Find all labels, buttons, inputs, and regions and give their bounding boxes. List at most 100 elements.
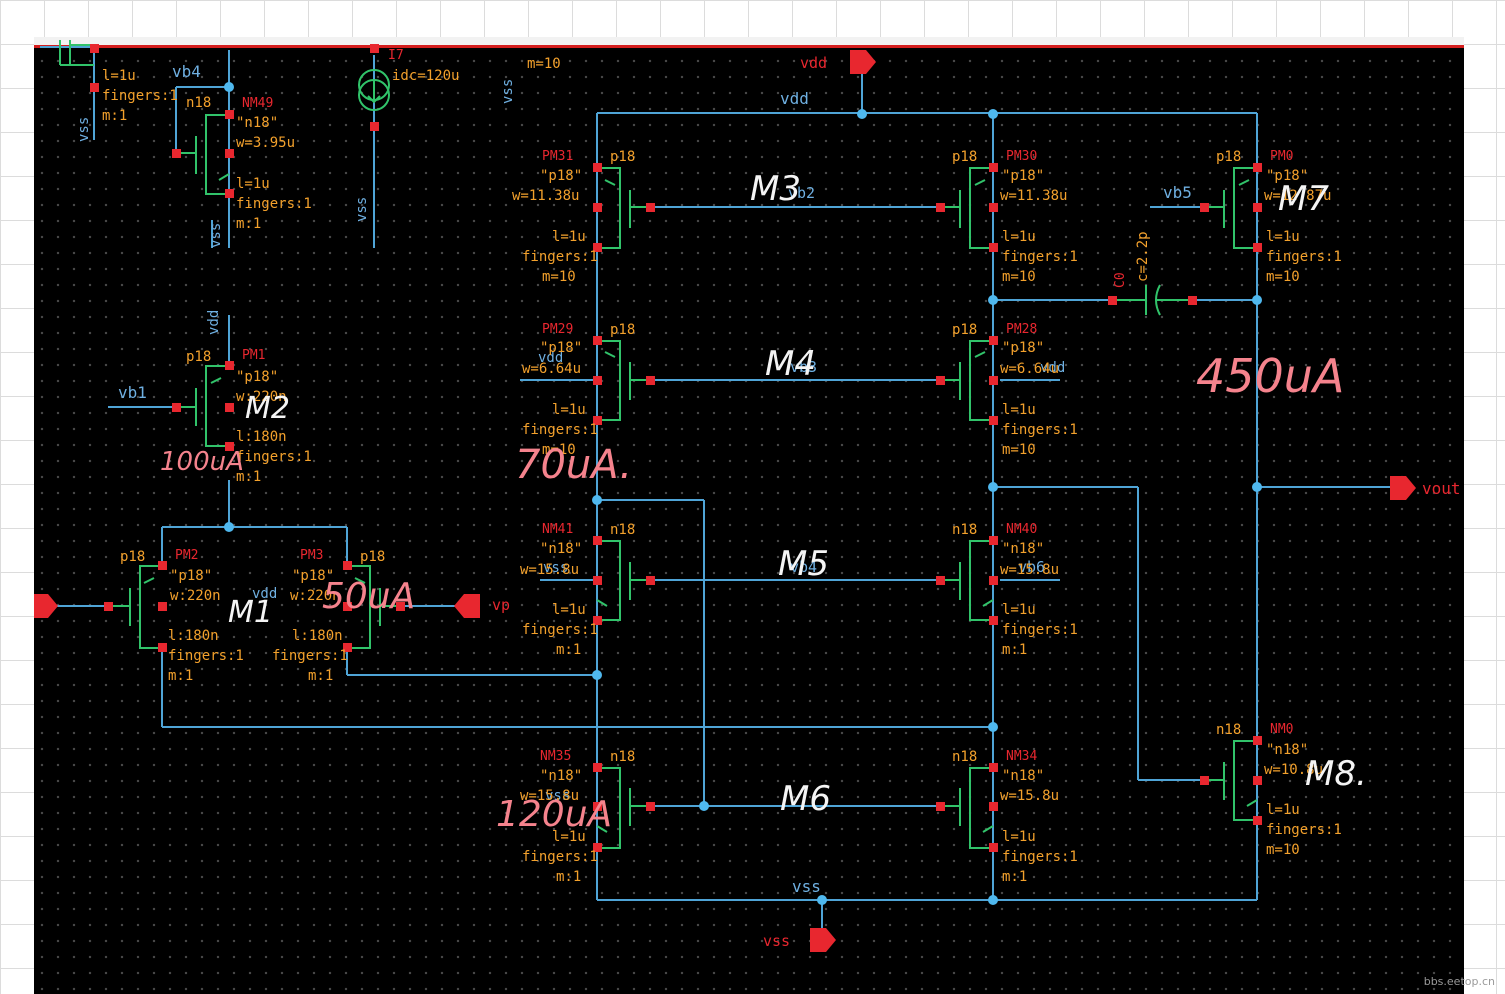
pm3-name: PM3 [300,548,323,563]
pm28-model-q: "p18" [1002,340,1044,356]
nm49-model: n18 [186,95,211,111]
vdd-pm29-label: vdd [538,350,563,366]
pm30-model: p18 [952,149,977,165]
transistor-symbol [596,767,650,849]
nm0-model-q: "n18" [1266,742,1308,758]
nm0-m: m=10 [1266,842,1300,858]
pm0-fingers: fingers:1 [1266,249,1342,265]
pm29-l: l=1u [552,402,586,418]
vdd-net-label: vdd [780,89,809,108]
net-labels: vdd vdd vss vss vout vp vb1 vb2 vb3 vb4 … [76,54,1461,950]
vb6-label: vb6 [1018,558,1045,576]
c0-name: C0 [1113,272,1128,288]
nm40-name: NM40 [1006,522,1037,537]
pm30-w: w=11.38u [1000,188,1067,204]
annotation-m6: M6 [780,779,831,819]
pm29-fingers: fingers:1 [522,422,598,438]
nm41-fingers: fingers:1 [522,622,598,638]
pm1-w: w:220n [236,389,287,405]
current-source-symbol [358,69,390,111]
nm0-l: l=1u [1266,802,1300,818]
vss-net-label: vss [792,877,821,896]
pm31-model-q: "p18" [540,168,582,184]
annotation-m3: M3 [750,169,801,209]
nm41-l: l=1u [552,602,586,618]
vout-terminal-icon[interactable] [1390,476,1416,500]
pm31-name: PM31 [542,149,573,164]
pm3-model: p18 [360,549,385,565]
nm35-model: n18 [610,749,635,765]
pm30-name: PM30 [1006,149,1037,164]
vb4-label: vb4 [790,558,817,576]
annotation-m5: M5 [778,544,829,584]
nm35-fingers: fingers:1 [522,849,598,865]
vb1-label: vb1 [118,383,147,402]
pm0-m: m=10 [1266,269,1300,285]
vdd-terminal-icon[interactable] [850,50,876,74]
window-title-bar [34,37,1464,48]
nm0-w: w=10.8u [1264,762,1323,778]
nm35-model-q: "n18" [540,768,582,784]
annotation-m2: M2 [245,391,290,426]
transistor-symbol [940,340,993,421]
pm1-model-q: "p18" [236,369,278,385]
transistor-symbol [59,40,94,66]
vss-top4-label: vss [500,79,516,104]
pm28-w: w=6.64u [1000,361,1059,377]
device-symbols [59,40,1258,849]
nm49-w: w=3.95u [236,135,295,151]
transistor-symbol [1204,167,1257,249]
vn-terminal-icon[interactable] [34,594,58,618]
tl-l: l=1u [102,68,136,84]
annotation-m1: M1 [228,595,273,630]
vdd-pin-label: vdd [800,54,827,72]
nm34-w: w=15.8u [1000,788,1059,804]
nm40-fingers: fingers:1 [1002,622,1078,638]
pm2-model-q: "p18" [170,568,212,584]
nm35-w: w=15.8u [520,788,579,804]
transistor-symbol [597,167,650,249]
pm2-fingers: fingers:1 [168,648,244,664]
pins [90,44,1262,852]
transistor-symbol [108,565,162,649]
annotation-m4: M4 [765,344,816,384]
vss-nm41-label: vss [543,560,568,576]
vdd-pm28-label: vdd [1040,360,1065,376]
nm35-m: m:1 [556,869,581,885]
pm3-model-q: "p18" [292,568,334,584]
annotation-450ua: 450uA [1196,349,1344,403]
annotation-m8: M8. [1305,754,1367,794]
nm49-name: NM49 [242,96,273,111]
tl-fingers: fingers:1 [102,88,178,104]
pm28-m: m=10 [1002,442,1036,458]
nm49-m: m:1 [236,216,261,232]
vb2-label: vb2 [788,184,815,202]
nm41-w: w=15.8u [520,562,579,578]
vss-top1-label: vss [76,117,92,142]
pm2-m: m:1 [168,668,193,684]
vp-terminal-icon[interactable] [454,594,480,618]
annotation-70ua: 70uA. [515,442,632,488]
nm41-model: n18 [610,522,635,538]
vss-top2-label: vss [208,223,224,248]
pm28-model: p18 [952,322,977,338]
schematic-canvas[interactable] [34,37,1464,994]
pm0-w: w=12.87u [1264,188,1331,204]
nm0-model: n18 [1216,722,1241,738]
pm30-l: l=1u [1002,229,1036,245]
pm31-w: w=11.38u [512,188,579,204]
vss-terminal-icon[interactable] [810,928,836,952]
vp-label: vp [492,596,510,614]
nm40-m: m:1 [1002,642,1027,658]
capacitor-symbol [1112,284,1192,316]
pm29-w: w=6.64u [522,361,581,377]
pm29-name: PM29 [542,322,573,337]
junctions [224,82,1262,905]
transistor-symbol [176,114,230,195]
pm1-name: PM1 [242,348,265,363]
vss-top3-label: vss [354,197,370,222]
pm3-m: m:1 [308,668,333,684]
transistor-symbol [940,540,994,621]
transistor-symbol [1204,740,1258,821]
